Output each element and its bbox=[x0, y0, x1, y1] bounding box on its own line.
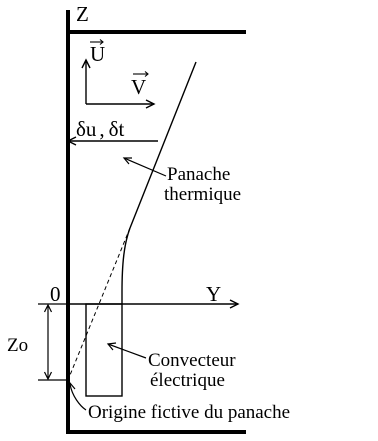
zo-arrowhead-bottom bbox=[43, 371, 53, 381]
convector-label-line1: Convecteur bbox=[148, 350, 236, 371]
v-overarrow-head bbox=[144, 71, 149, 77]
v-vector-label: V bbox=[131, 71, 149, 99]
convector-label-line2: électrique bbox=[150, 370, 225, 391]
plume-lower-curve bbox=[121, 227, 131, 304]
u-vector-label: U bbox=[90, 39, 105, 66]
plume-leader-arrowhead bbox=[122, 157, 132, 165]
thickness-indicator bbox=[66, 136, 158, 146]
thickness-arrowhead bbox=[66, 136, 77, 146]
plume-upper-line bbox=[129, 61, 197, 229]
y-axis-label: Y bbox=[206, 282, 221, 306]
v-vector-arrowhead bbox=[145, 99, 156, 109]
zo-dimension bbox=[38, 303, 68, 381]
plume-extrapolation-dashed bbox=[67, 227, 131, 381]
v-label: V bbox=[131, 75, 146, 99]
convector-leader-arrowhead bbox=[106, 342, 117, 351]
fictive-origin-label: Origine fictive du panache bbox=[88, 402, 290, 423]
plume-label-line2: thermique bbox=[164, 184, 241, 205]
convector-rectangle bbox=[85, 303, 123, 397]
u-overarrow-head bbox=[99, 39, 104, 45]
plume-leader-line bbox=[123, 157, 167, 177]
fictive-origin-arrowhead bbox=[67, 381, 76, 392]
thickness-label: δu,δt bbox=[76, 117, 125, 141]
u-label: U bbox=[90, 42, 105, 66]
plume-label-line1: Panache bbox=[167, 164, 230, 185]
delta-u: δu bbox=[76, 117, 97, 141]
plume-boundary bbox=[67, 61, 197, 381]
u-vector-arrowhead bbox=[81, 58, 91, 69]
convector-leader-line bbox=[107, 343, 147, 359]
y-axis-arrowhead bbox=[229, 299, 240, 309]
delta-t: δt bbox=[109, 117, 125, 141]
origin-label: 0 bbox=[50, 282, 61, 306]
velocity-vectors bbox=[81, 58, 156, 109]
zo-label: Zo bbox=[7, 335, 28, 356]
fictive-origin-leader bbox=[69, 383, 87, 411]
zo-arrowhead-top bbox=[43, 303, 53, 313]
z-axis-label: Z bbox=[76, 2, 89, 26]
wall bbox=[66, 10, 246, 434]
thickness-separator: , bbox=[99, 117, 104, 141]
